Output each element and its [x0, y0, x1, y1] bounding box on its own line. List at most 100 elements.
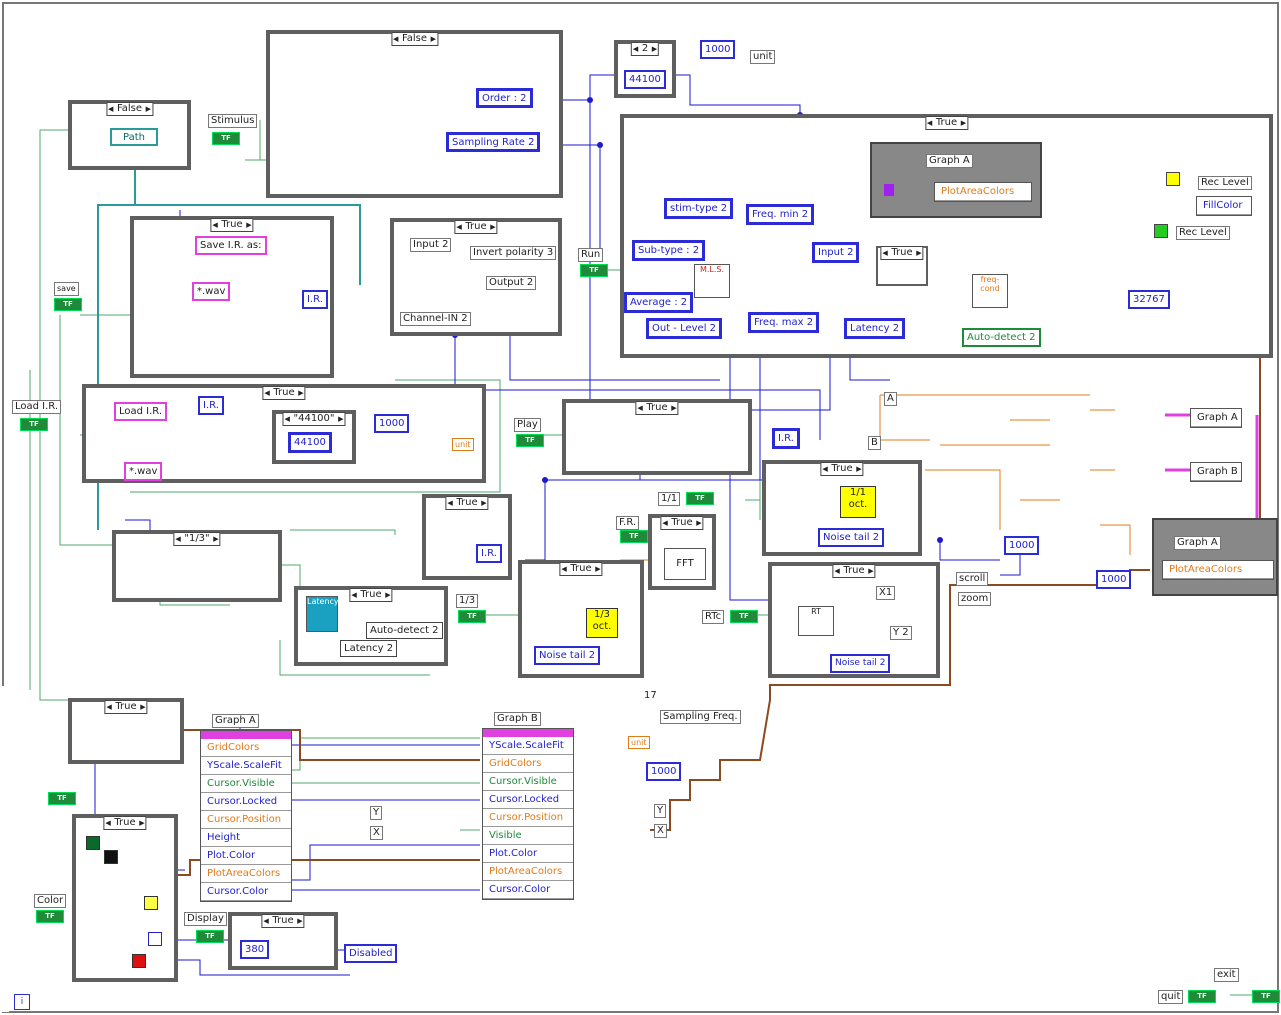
value-1000-d[interactable]: 1000: [1096, 570, 1132, 589]
case-selector[interactable]: True: [820, 462, 864, 476]
prop-row: Cursor.Locked: [201, 793, 291, 811]
case-selector[interactable]: True: [660, 516, 704, 530]
value-1000-b[interactable]: 1000: [374, 414, 410, 433]
freq-min2-control[interactable]: Freq. min 2: [746, 204, 815, 225]
case-selector[interactable]: True: [880, 246, 924, 260]
prop-row: Plot.Color: [483, 845, 573, 863]
prop-row: Cursor.Visible: [201, 775, 291, 793]
save-label: save: [54, 282, 79, 296]
value-1000-a[interactable]: 1000: [700, 40, 736, 59]
case-true-play: True: [562, 399, 752, 475]
unit-indicator-bottom: unit: [628, 736, 650, 749]
sampling-rate2-control[interactable]: Sampling Rate 2: [446, 132, 541, 152]
input2-label-a: Input 2: [410, 238, 452, 252]
load-ir-terminal[interactable]: TF: [20, 418, 48, 431]
case-selector[interactable]: 2: [630, 42, 660, 56]
value-44100-a[interactable]: 44100: [624, 70, 666, 89]
graph-a-label: Graph A: [926, 154, 973, 168]
stimulus-terminal[interactable]: TF: [212, 132, 240, 145]
average2-control[interactable]: Average : 2: [624, 292, 694, 313]
one-three-terminal[interactable]: TF: [458, 610, 486, 623]
info-icon[interactable]: i: [14, 994, 30, 1010]
color-box-white: [148, 932, 162, 946]
save-ir-as-field[interactable]: Save I.R. as:: [195, 236, 267, 255]
sequence-graph-a-top: Graph A PlotAreaColors: [870, 142, 1042, 218]
freq-max2-control[interactable]: Freq. max 2: [748, 312, 820, 333]
case-selector[interactable]: "1/3": [173, 532, 221, 546]
a-label: A: [884, 392, 897, 406]
save-terminal[interactable]: TF: [54, 298, 82, 311]
plot-area-colors-node: PlotAreaColors: [934, 182, 1032, 202]
wav-field-2[interactable]: *.wav: [124, 462, 163, 481]
run-terminal[interactable]: TF: [580, 264, 608, 277]
ir-indicator-b[interactable]: I.R.: [198, 396, 224, 415]
path-control[interactable]: Path: [110, 128, 158, 146]
rtc-terminal[interactable]: TF: [730, 610, 758, 623]
value-44100-b[interactable]: 44100: [288, 432, 332, 453]
color-box-red: [132, 954, 146, 968]
case-selector[interactable]: True: [210, 218, 254, 232]
prop-row: Cursor.Color: [483, 881, 573, 899]
color-box-green: [86, 836, 100, 850]
exit-terminal[interactable]: TF: [1252, 990, 1280, 1003]
fill-color-node: FillColor: [1196, 196, 1252, 216]
value-1000-c[interactable]: 1000: [1004, 536, 1040, 555]
scroll-label: scroll: [956, 572, 989, 586]
color-terminal[interactable]: TF: [36, 910, 64, 923]
latency2-control-a[interactable]: Latency 2: [844, 318, 906, 339]
value-380[interactable]: 380: [240, 940, 270, 959]
case-selector[interactable]: True: [103, 816, 147, 830]
case-selector[interactable]: False: [390, 32, 439, 46]
noise-tail2-a[interactable]: Noise tail 2: [818, 528, 885, 547]
green-led: [1154, 224, 1168, 238]
rt-subvi: RT: [798, 606, 834, 636]
case-selector[interactable]: True: [454, 220, 498, 234]
freq-cond-subvi: freq-cond: [972, 274, 1008, 308]
case-selector[interactable]: True: [832, 564, 876, 578]
input2-control-b[interactable]: Input 2: [812, 242, 860, 263]
rtc-label: RTc: [702, 610, 725, 624]
graph-a-ref-right: Graph A: [1190, 408, 1242, 428]
latency2-control-b[interactable]: Latency 2: [340, 640, 398, 657]
fr-terminal[interactable]: TF: [620, 530, 648, 543]
play-label: Play: [514, 418, 541, 432]
ir-indicator-d[interactable]: I.R.: [476, 544, 502, 563]
plot-area-colors-node: PlotAreaColors: [1162, 560, 1274, 580]
order2-control[interactable]: Order : 2: [476, 88, 533, 108]
case-selector[interactable]: True: [104, 700, 148, 714]
graph-a-terminal-bottom[interactable]: TF: [48, 792, 76, 805]
noise-tail2-b[interactable]: Noise tail 2: [534, 646, 601, 665]
display-terminal[interactable]: TF: [196, 930, 224, 943]
ir-indicator-a[interactable]: I.R.: [302, 290, 328, 309]
value-1000-e[interactable]: 1000: [646, 762, 682, 781]
x-label-a: X: [370, 826, 383, 840]
stim-type2-control[interactable]: stim-type 2: [664, 198, 734, 219]
quit-label: quit: [1158, 990, 1184, 1004]
ir-indicator-c[interactable]: I.R.: [772, 428, 800, 449]
case-selector[interactable]: True: [559, 562, 603, 576]
y-label-b: Y: [654, 804, 667, 818]
case-selector[interactable]: True: [445, 496, 489, 510]
case-selector[interactable]: True: [924, 116, 969, 130]
graph-b-ref-right: Graph B: [1190, 462, 1242, 482]
play-terminal[interactable]: TF: [516, 434, 544, 447]
quit-terminal[interactable]: TF: [1188, 990, 1216, 1003]
noise-tail2-c[interactable]: Noise tail 2: [830, 654, 891, 673]
prop-row: Cursor.Visible: [483, 773, 573, 791]
channel-in2-label: Channel-IN 2: [400, 312, 471, 326]
case-selector[interactable]: "44100": [282, 412, 346, 426]
value-32767[interactable]: 32767: [1128, 290, 1170, 309]
case-selector[interactable]: True: [349, 588, 393, 602]
annotation-17: 17: [642, 690, 659, 702]
wav-field-1[interactable]: *.wav: [192, 282, 231, 301]
case-selector[interactable]: True: [262, 386, 306, 400]
load-ir-field[interactable]: Load I.R.: [114, 402, 168, 421]
one-one-terminal[interactable]: TF: [686, 492, 714, 505]
sub-type2-control[interactable]: Sub-type : 2: [632, 240, 706, 261]
case-selector[interactable]: True: [261, 914, 305, 928]
out-level2-control[interactable]: Out - Level 2: [646, 318, 723, 339]
color-box-yellow: [144, 896, 158, 910]
case-true-graphA: True: [68, 698, 184, 764]
case-selector[interactable]: False: [105, 102, 154, 116]
case-selector[interactable]: True: [635, 401, 679, 415]
